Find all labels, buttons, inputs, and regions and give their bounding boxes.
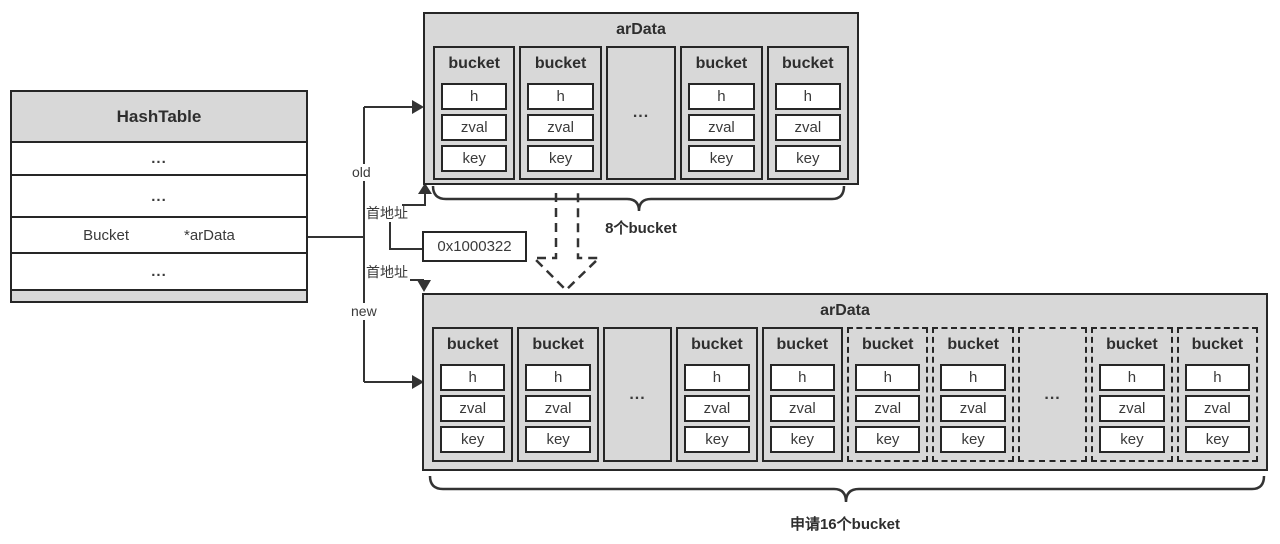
bucket-cell: bucket h zval key xyxy=(517,327,599,462)
bucket-cell: bucket h zval key xyxy=(676,327,758,462)
bucket-field-h: h xyxy=(940,364,1006,391)
bucket-field-key: key xyxy=(1184,426,1251,453)
bucket-header: bucket xyxy=(446,335,499,353)
hashtable-row-ellipsis: ... xyxy=(12,176,306,218)
bucket-cell: bucket h zval key xyxy=(761,327,844,462)
bucket-header: bucket xyxy=(776,335,829,353)
bucket-field-key: key xyxy=(940,426,1006,453)
bucket-header: bucket xyxy=(1106,335,1158,353)
bucket-header: bucket xyxy=(782,54,834,72)
bucket-cell: bucket h zval key xyxy=(432,327,514,462)
hashtable-row-ellipsis: ... xyxy=(12,254,306,291)
bucket-field-zval: zval xyxy=(1184,395,1251,422)
old-array-brace xyxy=(431,185,846,212)
new-start-address-label: 首地址 xyxy=(366,264,408,280)
bucket-field-zval: zval xyxy=(855,395,921,422)
bucket-header: bucket xyxy=(947,335,999,353)
old-ardata-title: arData xyxy=(616,21,666,38)
bucket-field-zval: zval xyxy=(527,114,594,141)
hashtable-title: HashTable xyxy=(12,92,306,143)
new-ardata-title: arData xyxy=(820,302,870,319)
bucket-field-h: h xyxy=(1184,364,1251,391)
bucket-field-h: h xyxy=(855,364,921,391)
old-address-connector xyxy=(402,193,426,206)
bucket-field-zval: zval xyxy=(441,114,508,141)
rehash-dashed-arrow xyxy=(530,193,603,292)
hashtable-row-ardata-pointer: Bucket *arData xyxy=(12,218,306,254)
bucket-cell: bucket h zval key xyxy=(433,46,516,180)
bucket-cell-new: bucket h zval key xyxy=(932,327,1014,462)
bucket-field-key: key xyxy=(774,145,842,172)
bucket-header: bucket xyxy=(1191,335,1244,353)
bucket-field-key: key xyxy=(527,145,594,172)
bucket-cell-new: bucket h zval key xyxy=(847,327,929,462)
bucket-header: bucket xyxy=(534,54,587,72)
bucket-field-zval: zval xyxy=(1099,395,1165,422)
bucket-field-zval: zval xyxy=(769,395,836,422)
bucket-field-key: key xyxy=(769,426,836,453)
address-box-connector xyxy=(389,222,422,250)
array-gap-cell: ... xyxy=(605,46,677,180)
bucket-cell-new: bucket h zval key xyxy=(1091,327,1173,462)
new-array-brace xyxy=(428,475,1266,503)
bucket-header: bucket xyxy=(861,335,914,353)
bucket-field-h: h xyxy=(774,83,842,110)
new-bucket-count-label: 申请16个bucket xyxy=(789,516,901,533)
old-bucket-count-label: 8个bucket xyxy=(605,220,677,237)
bucket-cell: bucket h zval key xyxy=(680,46,763,180)
bucket-cell: bucket h zval key xyxy=(519,46,602,180)
gap-ellipsis: ... xyxy=(1044,385,1061,403)
bucket-cell-new: bucket h zval key xyxy=(1176,327,1259,462)
bucket-field-h: h xyxy=(440,364,506,391)
bucket-field-zval: zval xyxy=(688,114,755,141)
bucket-field-h: h xyxy=(684,364,750,391)
bucket-field-key: key xyxy=(440,426,506,453)
gap-ellipsis: ... xyxy=(629,385,646,403)
bucket-field-key: key xyxy=(855,426,921,453)
gap-ellipsis: ... xyxy=(632,104,650,121)
old-pointer-label: old xyxy=(349,164,374,181)
bucket-header: bucket xyxy=(532,335,584,353)
bucket-field-h: h xyxy=(769,364,836,391)
array-gap-cell: ... xyxy=(1017,327,1088,462)
hashtable-row-ellipsis: ... xyxy=(12,143,306,176)
bucket-field-zval: zval xyxy=(774,114,842,141)
bucket-field-zval: zval xyxy=(440,395,506,422)
address-value-box: 0x1000322 xyxy=(422,231,527,262)
bucket-field-h: h xyxy=(1099,364,1165,391)
bucket-field-key: key xyxy=(688,145,755,172)
pointer-type-label: Bucket xyxy=(83,226,129,244)
bucket-cell: bucket h zval key xyxy=(766,46,850,180)
bucket-field-key: key xyxy=(525,426,591,453)
new-address-arrowhead xyxy=(417,280,431,292)
bucket-header: bucket xyxy=(448,54,500,72)
bucket-field-h: h xyxy=(525,364,591,391)
bucket-field-h: h xyxy=(527,83,594,110)
bucket-field-zval: zval xyxy=(940,395,1006,422)
old-start-address-label: 首地址 xyxy=(366,205,408,221)
bucket-field-zval: zval xyxy=(525,395,591,422)
hashtable-struct: HashTable ... ... Bucket *arData ... xyxy=(10,90,308,303)
bucket-field-key: key xyxy=(1099,426,1165,453)
bucket-header: bucket xyxy=(695,54,748,72)
array-gap-cell: ... xyxy=(602,327,673,462)
bucket-field-key: key xyxy=(684,426,750,453)
bucket-field-zval: zval xyxy=(684,395,750,422)
pointer-name-label: *arData xyxy=(184,226,235,244)
bucket-header: bucket xyxy=(691,335,743,353)
bucket-field-h: h xyxy=(441,83,508,110)
bucket-field-h: h xyxy=(688,83,755,110)
new-pointer-label: new xyxy=(348,303,380,320)
bucket-field-key: key xyxy=(441,145,508,172)
